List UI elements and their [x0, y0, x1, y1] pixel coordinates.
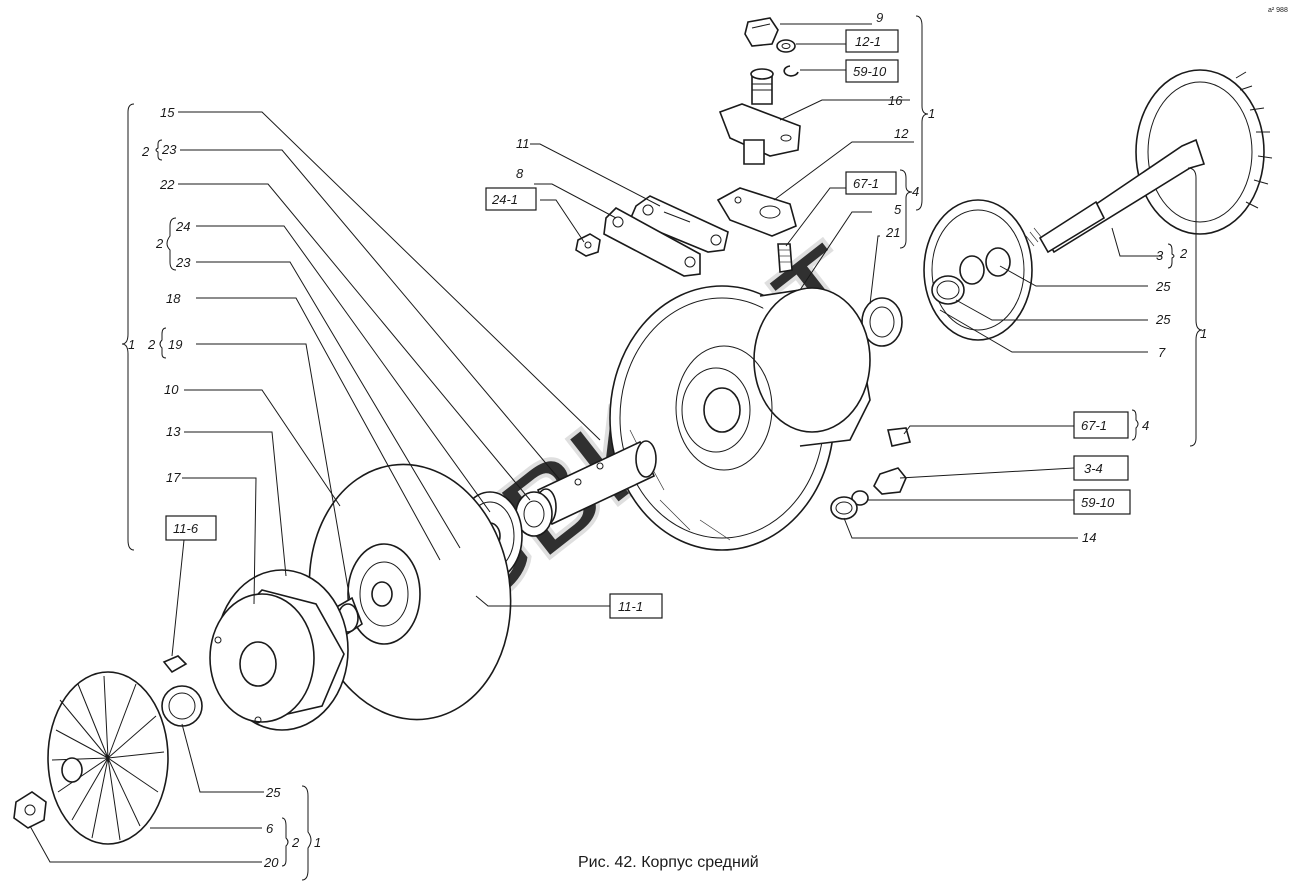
figure-caption: Рис. 42. Корпус средний: [578, 854, 759, 871]
label-2-bottom: 2: [291, 835, 300, 850]
label-boxes: [165, 29, 1131, 619]
label-11: 11: [516, 136, 530, 151]
box-67-1-bottom: [1073, 411, 1129, 439]
corner-mark: а² 988: [1268, 7, 1288, 14]
label-1-right: 1: [1200, 326, 1207, 341]
ring-14: [830, 496, 858, 520]
label-2-24: 2: [155, 236, 164, 251]
bolt-11-6: [162, 655, 188, 674]
label-59-10-bottom: 59-10: [1081, 495, 1115, 510]
label-16: 16: [888, 93, 903, 108]
box-59-10-top: [845, 59, 899, 83]
label-8: 8: [516, 166, 524, 181]
bolt-3-4: [873, 467, 907, 495]
plate-8: [603, 207, 701, 277]
label-2-right: 2: [1179, 246, 1188, 261]
label-6: 6: [266, 821, 274, 836]
cap-nut-9: [744, 17, 779, 47]
label-1-top: 1: [928, 106, 935, 121]
label-1-bottom: 1: [314, 835, 321, 850]
leader-lines: [29, 15, 1203, 881]
box-11-1: [609, 593, 663, 619]
label-67-1-bottom: 67-1: [1081, 418, 1107, 433]
label-25-b: 25: [1155, 312, 1171, 327]
label-15: 15: [160, 105, 175, 120]
label-9: 9: [876, 10, 883, 25]
label-24-1: 24-1: [491, 192, 518, 207]
ring-21: [861, 297, 903, 347]
label-1-left: 1: [128, 337, 135, 352]
label-2-23: 2: [141, 144, 150, 159]
label-13: 13: [166, 424, 181, 439]
label-23-b: 23: [175, 255, 191, 270]
bearing-sleeve-15: [535, 440, 657, 526]
ring-25-left: [161, 685, 203, 727]
label-25-a: 25: [1155, 279, 1171, 294]
box-3-4: [1073, 455, 1129, 481]
nut-24-1: [575, 233, 601, 257]
label-24: 24: [175, 219, 190, 234]
deflector-plate-10: [308, 463, 512, 721]
ring-25-right: [931, 275, 965, 305]
box-59-10-bottom: [1073, 489, 1131, 515]
box-24-1: [485, 187, 537, 211]
compressor-wheel-6: [47, 671, 169, 845]
label-7: 7: [1158, 345, 1166, 360]
label-12-1: 12-1: [855, 34, 881, 49]
fitting-16: [718, 68, 801, 165]
label-21: 21: [885, 225, 900, 240]
gasket-12: [716, 187, 797, 237]
seal-plate-7: [923, 199, 1033, 341]
circlip-59-10-top: [783, 65, 799, 77]
turbine-wheel-shaft: [1021, 69, 1273, 254]
label-67-1-top: 67-1: [853, 176, 879, 191]
label-2-19: 2: [147, 337, 156, 352]
label-12: 12: [894, 126, 909, 141]
center-housing: [609, 285, 871, 551]
stud-67-1-top: [777, 243, 793, 273]
label-4-bottom: 4: [1142, 418, 1149, 433]
label-25-c: 25: [265, 785, 281, 800]
label-59-10-top: 59-10: [853, 64, 887, 79]
label-23-a: 23: [161, 142, 177, 157]
label-5: 5: [894, 202, 902, 217]
box-11-6: [165, 515, 217, 541]
label-20: 20: [263, 855, 279, 870]
label-19: 19: [168, 337, 182, 352]
label-3: 3: [1156, 248, 1164, 263]
cover-13: [209, 569, 349, 731]
label-17: 17: [166, 470, 181, 485]
box-67-1-top: [845, 171, 897, 195]
box-12-1: [845, 29, 899, 53]
label-14: 14: [1082, 530, 1096, 545]
nut-20: [13, 791, 47, 829]
label-4-top: 4: [912, 184, 919, 199]
label-11-1: 11-1: [618, 599, 643, 614]
ring-12-1: [776, 39, 796, 53]
washer-59-10-bottom: [851, 490, 869, 506]
labels: 9 12-1 59-10 16 1 11 12 8 24-1 67-1 4 5 …: [128, 10, 1207, 870]
label-11-6: 11-6: [173, 521, 199, 536]
label-18: 18: [166, 291, 181, 306]
label-22: 22: [159, 177, 175, 192]
label-10: 10: [164, 382, 179, 397]
label-3-4: 3-4: [1084, 461, 1103, 476]
